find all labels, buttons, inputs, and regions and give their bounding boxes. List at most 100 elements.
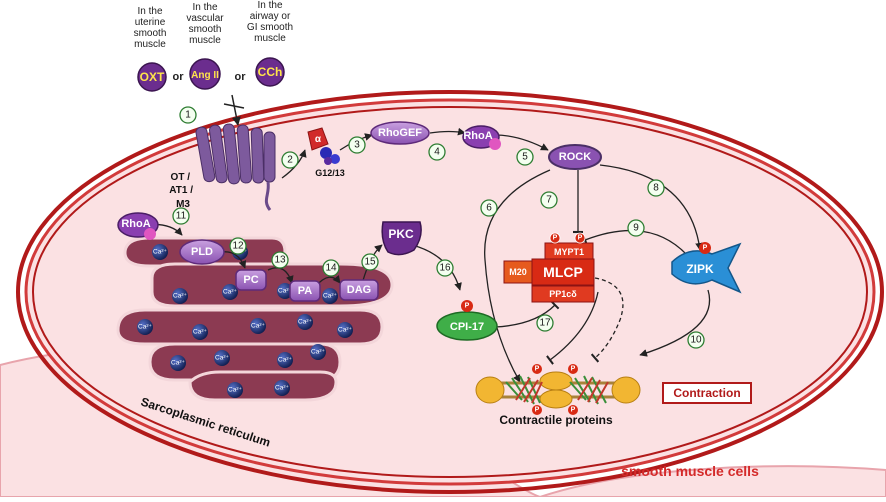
contraction-label: Contraction (673, 386, 740, 400)
svg-text:Ca²⁺: Ca²⁺ (278, 357, 292, 364)
ligand-ang2: Ang II (191, 70, 219, 81)
contractile-proteins: P P P P Contractile proteins (475, 364, 641, 427)
step-marker-9: 9 (627, 219, 645, 237)
receptor-label-m3: M3 (176, 199, 190, 210)
step-marker-14: 14 (322, 259, 340, 277)
step-number-2: 2 (287, 155, 293, 166)
svg-text:Ca²⁺: Ca²⁺ (223, 289, 237, 296)
dag-label: DAG (347, 284, 371, 296)
calcium-ion: Ca²⁺ (214, 350, 230, 366)
pc-label: PC (243, 274, 258, 286)
svg-text:Ca²⁺: Ca²⁺ (228, 387, 242, 394)
svg-text:Ca²⁺: Ca²⁺ (215, 355, 229, 362)
pa-label: PA (298, 285, 313, 297)
svg-text:Ca²⁺: Ca²⁺ (251, 323, 265, 330)
step-number-17: 17 (539, 318, 551, 329)
calcium-ion: Ca²⁺ (250, 318, 266, 334)
zipk-phospho: P (703, 245, 708, 252)
step-marker-6: 6 (480, 199, 498, 217)
rock-label: ROCK (559, 151, 591, 163)
pa-node: PA (289, 280, 321, 302)
calcium-ion: Ca²⁺ (227, 382, 243, 398)
step-number-6: 6 (486, 203, 492, 214)
step-marker-13: 13 (271, 251, 289, 269)
cpi17-label: CPI-17 (450, 321, 484, 333)
rhoa-cytosol-node: RhoA (117, 212, 159, 240)
svg-text:Ca²⁺: Ca²⁺ (338, 327, 352, 334)
calcium-ion: Ca²⁺ (192, 324, 208, 340)
step-marker-16: 16 (436, 259, 454, 277)
step-number-9: 9 (633, 223, 639, 234)
cpi17-node: P CPI-17 (436, 300, 498, 341)
calcium-ion: Ca²⁺ (137, 319, 153, 335)
svg-text:Ca²⁺: Ca²⁺ (173, 293, 187, 300)
svg-text:Ca²⁺: Ca²⁺ (153, 249, 167, 256)
svg-text:Ca²⁺: Ca²⁺ (311, 349, 325, 356)
step-marker-1: 1 (179, 106, 197, 124)
rhogef-label: RhoGEF (378, 127, 422, 139)
step-number-10: 10 (690, 335, 702, 346)
contraction-box: Contraction (662, 382, 752, 404)
svg-text:Ca²⁺: Ca²⁺ (193, 329, 207, 336)
step-number-4: 4 (434, 147, 440, 158)
rhoa-membrane-node: RhoA (462, 125, 501, 150)
calcium-ion: Ca²⁺ (172, 288, 188, 304)
calcium-ion: Ca²⁺ (277, 352, 293, 368)
rhoa-cytosol-label: RhoA (121, 218, 150, 230)
dag-node: DAG (339, 279, 379, 301)
ligand-oxt: OXT (140, 70, 165, 84)
myosin-phospho-4: P (571, 407, 576, 414)
g-subunit-label: G12/13 (315, 168, 345, 178)
mypt1-phospho-2: P (578, 235, 583, 242)
step-number-12: 12 (232, 241, 244, 252)
step-number-15: 15 (364, 257, 376, 268)
step-number-7: 7 (546, 195, 552, 206)
rock-node: ROCK (548, 144, 602, 170)
step-number-13: 13 (274, 255, 286, 266)
or-label-1: or (173, 71, 185, 83)
receptor-label-ot: OT / (171, 172, 191, 183)
svg-text:Ca²⁺: Ca²⁺ (138, 324, 152, 331)
contractile-proteins-label: Contractile proteins (499, 413, 613, 427)
pp1c-label: PP1cδ (549, 289, 577, 299)
calcium-ion: Ca²⁺ (310, 344, 326, 360)
step-marker-17: 17 (536, 314, 554, 332)
step-marker-11: 11 (172, 207, 190, 225)
g-protein: α G12/13 (307, 127, 345, 178)
calcium-ion: Ca²⁺ (152, 244, 168, 260)
mypt1-phospho-1: P (553, 235, 558, 242)
mypt1-label: MYPT1 (554, 247, 584, 257)
step-number-5: 5 (522, 152, 528, 163)
calcium-ion: Ca²⁺ (297, 314, 313, 330)
cpi17-phospho: P (465, 303, 470, 310)
mlcp-complex: MYPT1 P P M20 MLCP PP1cδ (503, 232, 595, 303)
gpcr-receptor: OT / AT1 / M3 (169, 94, 276, 211)
step-number-11: 11 (176, 211, 187, 222)
or-label-2: or (235, 71, 247, 83)
pc-node: PC (235, 269, 267, 291)
step-marker-2: 2 (281, 151, 299, 169)
calcium-ion: Ca²⁺ (277, 283, 293, 299)
step-number-8: 8 (653, 183, 659, 194)
step-number-14: 14 (325, 263, 337, 274)
step-marker-12: 12 (229, 237, 247, 255)
zipk-node: P ZIPK (671, 242, 742, 294)
myosin-phospho-1: P (535, 366, 540, 373)
receptor-label-at1: AT1 / (169, 185, 193, 196)
zipk-label: ZIPK (686, 262, 714, 276)
step-marker-3: 3 (348, 136, 366, 154)
m20-label: M20 (509, 267, 527, 277)
pld-node: PLD (179, 239, 225, 265)
step-marker-5: 5 (516, 148, 534, 166)
svg-text:Ca²⁺: Ca²⁺ (323, 293, 337, 300)
myosin-phospho-2: P (571, 366, 576, 373)
calcium-ion: Ca²⁺ (274, 380, 290, 396)
step-marker-10: 10 (687, 331, 705, 349)
svg-text:Ca²⁺: Ca²⁺ (298, 319, 312, 326)
